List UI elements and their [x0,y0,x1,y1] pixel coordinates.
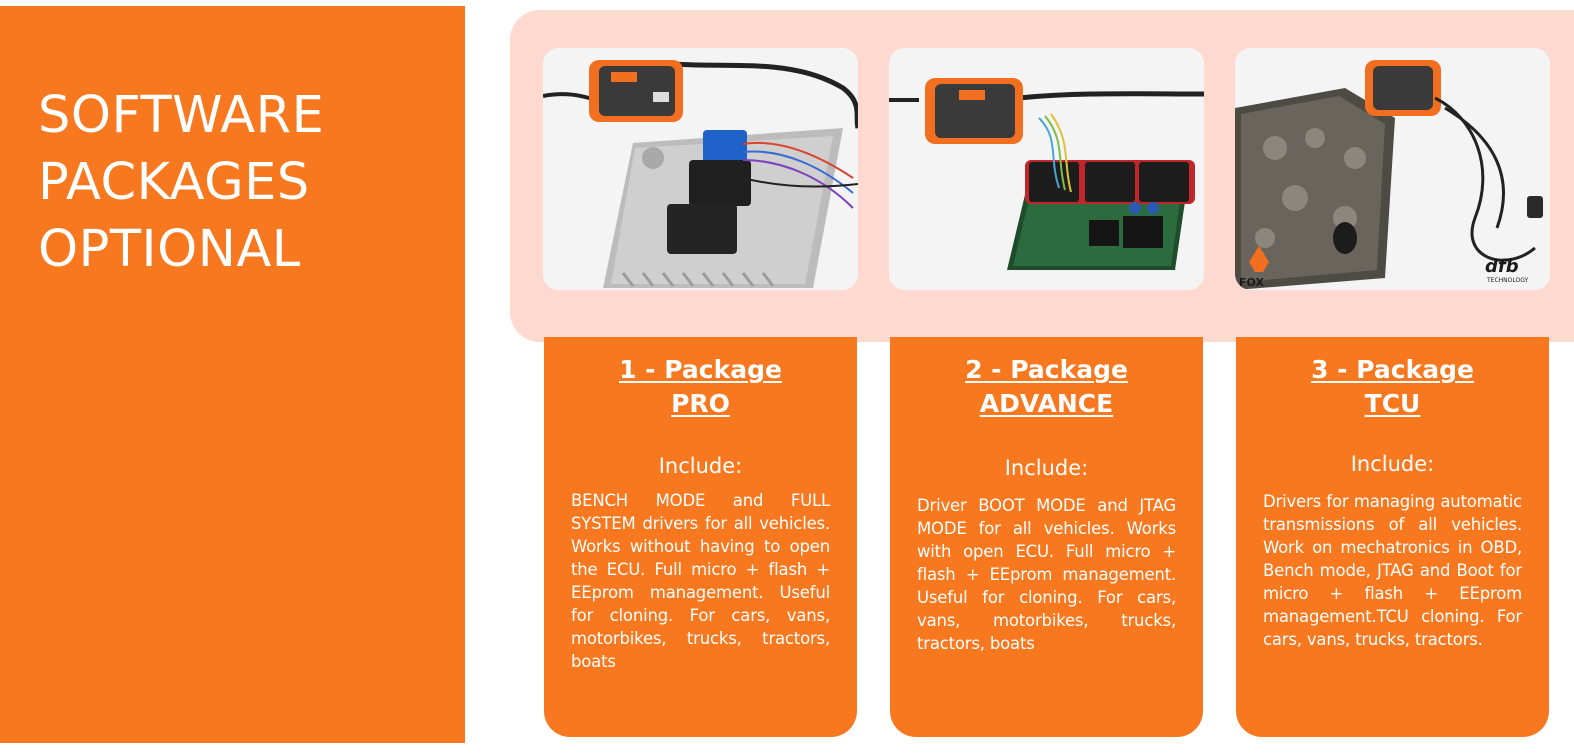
include-label: Include: [1004,456,1089,480]
package-description: Driver BOOT MODE and JTAG MODE for all v… [917,496,1176,653]
package-title-line-2: ADVANCE [979,389,1114,418]
page-title-line-1: SOFTWARE [38,86,325,145]
package-title-line-1: 2 - Package [965,355,1128,384]
package-title-tcu: 3 - Package TCU [1236,353,1549,421]
package-title-pro: 1 - Package PRO [544,353,857,421]
package-title-line-2: PRO [671,389,730,418]
page-title-line-2: PACKAGES [38,153,310,212]
include-label: Include: [1350,452,1435,476]
dfb-logo-subtext: TECHNOLOGY [1486,277,1529,284]
package-title-line-2: TCU [1364,389,1421,418]
title-panel: SOFTWARE PACKAGES OPTIONAL [0,6,465,743]
package-description: BENCH MODE and FULL SYSTEM drivers for a… [571,491,830,671]
page-title-line-3: OPTIONAL [38,220,301,279]
package-card-tcu: 3 - Package TCU Include: Drivers for man… [1236,337,1549,737]
tcu-mechatronic-photo: FOX dfb TECHNOLOGY [1235,48,1550,290]
dfb-logo-text: dfb [1485,256,1519,277]
include-label: Include: [658,454,743,478]
package-title-line-1: 3 - Package [1311,355,1474,384]
package-description: Drivers for managing automatic transmiss… [1263,492,1522,649]
ecu-boot-photo [889,48,1204,290]
ecu-bench-photo [543,48,858,290]
package-title-advance: 2 - Package ADVANCE [890,353,1203,421]
package-title-line-1: 1 - Package [619,355,782,384]
package-card-advance: 2 - Package ADVANCE Include: Driver BOOT… [890,337,1203,737]
package-card-pro: 1 - Package PRO Include: BENCH MODE and … [544,337,857,737]
fox-logo-text: FOX [1239,276,1264,289]
